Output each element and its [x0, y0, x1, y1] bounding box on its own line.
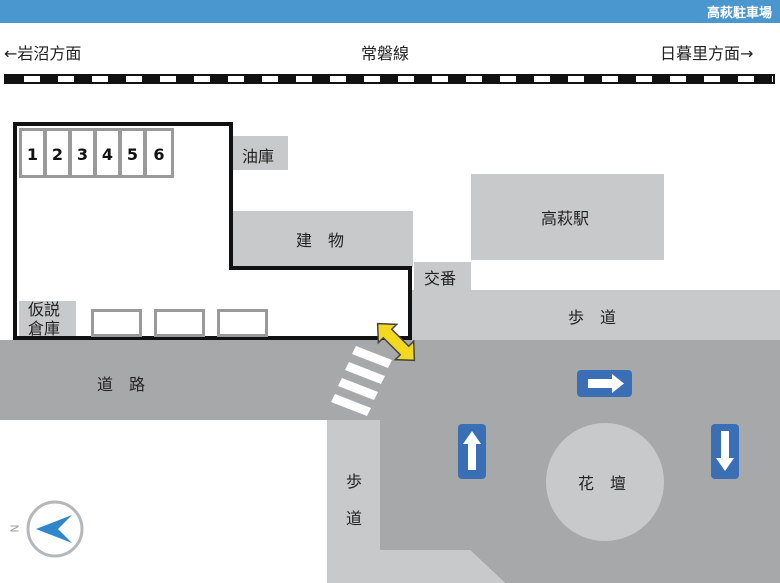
building	[233, 211, 413, 267]
flower-bed-label: 花 壇	[578, 474, 627, 493]
up-arrow-icon	[458, 424, 486, 479]
police-box	[414, 262, 471, 291]
oil-storage-label: 油庫	[242, 147, 275, 166]
temporary-storage-label-2: 倉庫	[28, 319, 61, 338]
flower-bed	[546, 423, 664, 541]
compass-north-label: N	[8, 524, 22, 533]
entrance-arrow-icon	[376, 322, 416, 362]
sidewalk-left-label-1: 歩	[346, 472, 363, 491]
crosswalk	[331, 346, 392, 416]
sidewalk-top-label: 歩 道	[568, 308, 617, 327]
header-bar	[0, 0, 780, 23]
temporary-storage-label-1: 仮説	[28, 300, 61, 319]
direction-nippori: 日暮里方面→	[660, 44, 754, 63]
parking-space-1: 1	[19, 128, 46, 178]
down-arrow-icon	[711, 424, 739, 479]
map-title: 高萩駐車場	[706, 6, 772, 21]
police-box-label: 交番	[424, 269, 457, 288]
empty-bay	[217, 309, 268, 337]
sidewalk-top	[411, 290, 780, 342]
empty-bay	[91, 309, 142, 337]
sidewalk-left	[327, 420, 505, 583]
parking-space-6: 6	[144, 128, 174, 178]
right-arrow-icon	[577, 370, 632, 397]
road-label: 道 路	[97, 375, 146, 394]
station	[471, 174, 664, 260]
compass-icon	[26, 500, 84, 558]
parking-space-3: 3	[69, 128, 96, 178]
sidewalk-left-label-2: 道	[346, 509, 363, 528]
railway-line-name: 常磐線	[361, 44, 410, 63]
building-label: 建 物	[296, 231, 345, 250]
station-label: 高萩駅	[541, 209, 590, 228]
empty-bay	[154, 309, 205, 337]
direction-iwanuma: ←岩沼方面	[4, 44, 82, 63]
railway-track	[4, 74, 775, 84]
temporary-storage	[19, 301, 76, 339]
oil-storage	[233, 136, 288, 170]
